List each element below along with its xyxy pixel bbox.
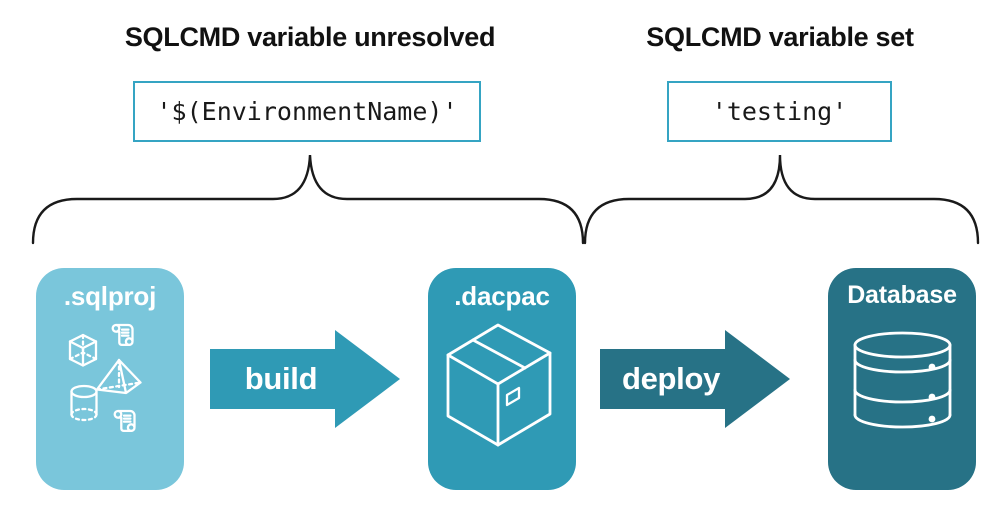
codebox-set-value: 'testing' <box>667 81 892 142</box>
node-dacpac-label: .dacpac <box>454 281 550 311</box>
heading-sqlcmd-unresolved: SQLCMD variable unresolved <box>124 22 496 52</box>
deploy-arrow: deploy <box>600 330 792 428</box>
code-environment-name: '$(EnvironmentName)' <box>156 97 458 126</box>
deploy-arrow-label: deploy <box>621 361 721 396</box>
deploy-arrow-shape <box>600 330 790 428</box>
build-arrow-label: build <box>244 361 318 396</box>
node-dacpac: .dacpac <box>428 268 576 490</box>
sql-project-objects-icon <box>68 323 142 433</box>
node-database: Database <box>828 268 976 490</box>
node-database-label: Database <box>847 281 957 309</box>
node-sqlproj-label: .sqlproj <box>63 281 157 311</box>
brace-left-icon <box>31 154 585 245</box>
package-box-icon <box>446 323 552 447</box>
brace-right-icon <box>583 154 980 245</box>
build-arrow: build <box>210 330 402 428</box>
build-arrow-shape <box>210 330 400 428</box>
node-sqlproj: .sqlproj <box>36 268 184 490</box>
code-testing: 'testing' <box>711 97 848 126</box>
codebox-unresolved-value: '$(EnvironmentName)' <box>133 81 481 142</box>
heading-sqlcmd-set: SQLCMD variable set <box>646 22 914 52</box>
database-icon <box>853 331 952 429</box>
